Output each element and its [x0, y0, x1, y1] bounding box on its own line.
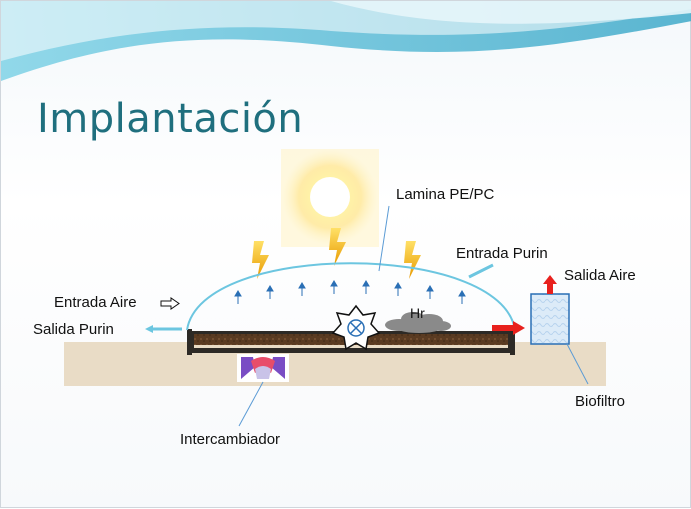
- greenhouse-dome: [186, 262, 516, 331]
- air-outlet-label: Salida Aire: [564, 267, 636, 284]
- humidity-cloud-icon: [385, 312, 451, 333]
- biofilter: [530, 275, 589, 385]
- air-inlet-label: Entrada Aire: [54, 294, 137, 311]
- page-title: Implantación: [37, 96, 304, 142]
- air-inlet-arrow: [160, 297, 180, 310]
- heat-exchanger-icon: [237, 354, 289, 427]
- lamina-pointer: [378, 205, 390, 272]
- header-wave-decoration: [1, 1, 691, 81]
- sun-icon: [281, 149, 379, 247]
- biofilter-label: Biofiltro: [575, 393, 626, 410]
- slurry-inlet-arrow: [468, 263, 494, 279]
- fan-icon: [331, 304, 381, 351]
- humidity-label: Hr: [410, 305, 425, 321]
- evaporation-arrows: [234, 280, 466, 304]
- heat-exchanger-label: Intercambiador: [180, 431, 281, 448]
- lamina-label: Lamina PE/PC: [396, 186, 495, 203]
- slurry-outlet-label: Salida Purin: [33, 321, 114, 338]
- slurry-inlet-label: Entrada Purin: [456, 245, 548, 262]
- slurry-outlet-arrow: [145, 325, 182, 333]
- lightning-icon: [252, 228, 421, 279]
- exhaust-air-arrow: [492, 321, 525, 335]
